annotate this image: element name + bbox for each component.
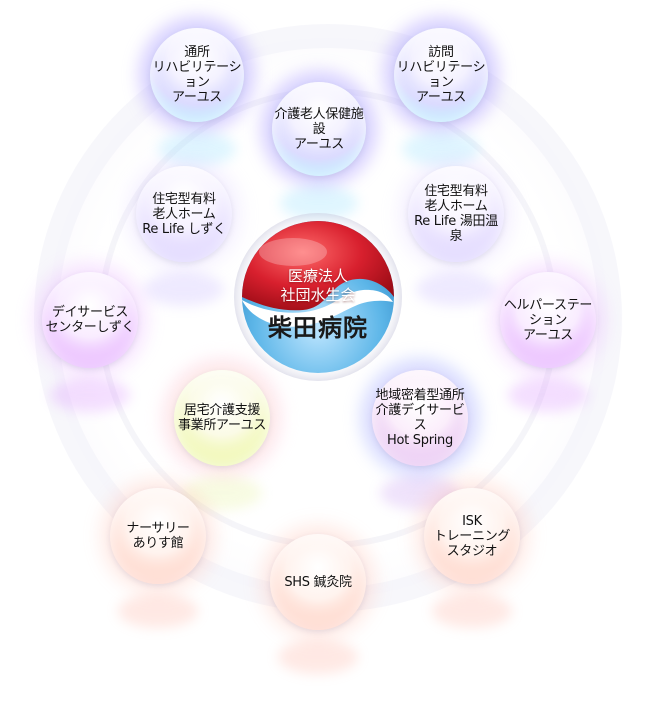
bubble-nursery[interactable]: ナーサリー ありす館 — [98, 476, 218, 628]
bubble-tsusho-rehab[interactable]: 通所 リハビリテーション アーユス — [138, 16, 256, 166]
bubble-label: 介護老人保健施設 アーユス — [274, 106, 364, 152]
bubble-label: 居宅介護支援 事業所アーユス — [177, 403, 267, 433]
bubble-label: デイサービス センターしずく — [45, 305, 135, 335]
bubble-label: 住宅型有料 老人ホーム Re Life 湯田温泉 — [414, 184, 498, 244]
bubble-label: ISK トレーニング スタジオ — [433, 513, 511, 559]
bubble-label: 住宅型有料 老人ホーム Re Life しずく — [142, 191, 226, 237]
logo-line-corporation: 医療法人 — [287, 267, 348, 285]
bubble-hot-spring[interactable]: 地域密着型通所 介護デイサービス Hot Spring — [360, 358, 480, 510]
bubble-label: 地域密着型通所 介護デイサービス Hot Spring — [375, 388, 465, 448]
logo-hospital-name: 柴田病院 — [268, 314, 368, 342]
hospital-logo[interactable]: 医療法人 社団水生会 柴田病院 — [233, 212, 403, 382]
logo-emblem-icon — [234, 213, 402, 381]
bubble-kyotaku[interactable]: 居宅介護支援 事業所アーユス — [162, 358, 282, 510]
bubble-label: ヘルパーステーション アーユス — [503, 297, 593, 343]
bubble-label: 訪問 リハビリテーション アーユス — [396, 45, 486, 105]
bubble-relife-shizuku[interactable]: 住宅型有料 老人ホーム Re Life しずく — [124, 154, 244, 306]
bubble-kaigo-rojin[interactable]: 介護老人保健施設 アーユス — [260, 70, 378, 220]
logo-line-association: 社団水生会 — [280, 286, 356, 304]
bubble-label: SHS 鍼灸院 — [284, 574, 352, 590]
bubble-relife-yuda[interactable]: 住宅型有料 老人ホーム Re Life 湯田温泉 — [396, 154, 516, 306]
bubble-label: 通所 リハビリテーション アーユス — [152, 45, 242, 105]
bubble-day-service-shizuku[interactable]: デイサービス センターしずく — [30, 260, 150, 412]
bubble-homon-rehab[interactable]: 訪問 リハビリテーション アーユス — [382, 16, 500, 166]
bubble-isk[interactable]: ISK トレーニング スタジオ — [412, 476, 532, 628]
bubble-helper-station[interactable]: ヘルパーステーション アーユス — [488, 260, 608, 412]
bubble-shs[interactable]: SHS 鍼灸院 — [258, 522, 378, 674]
bubble-label: ナーサリー ありす館 — [126, 521, 190, 551]
